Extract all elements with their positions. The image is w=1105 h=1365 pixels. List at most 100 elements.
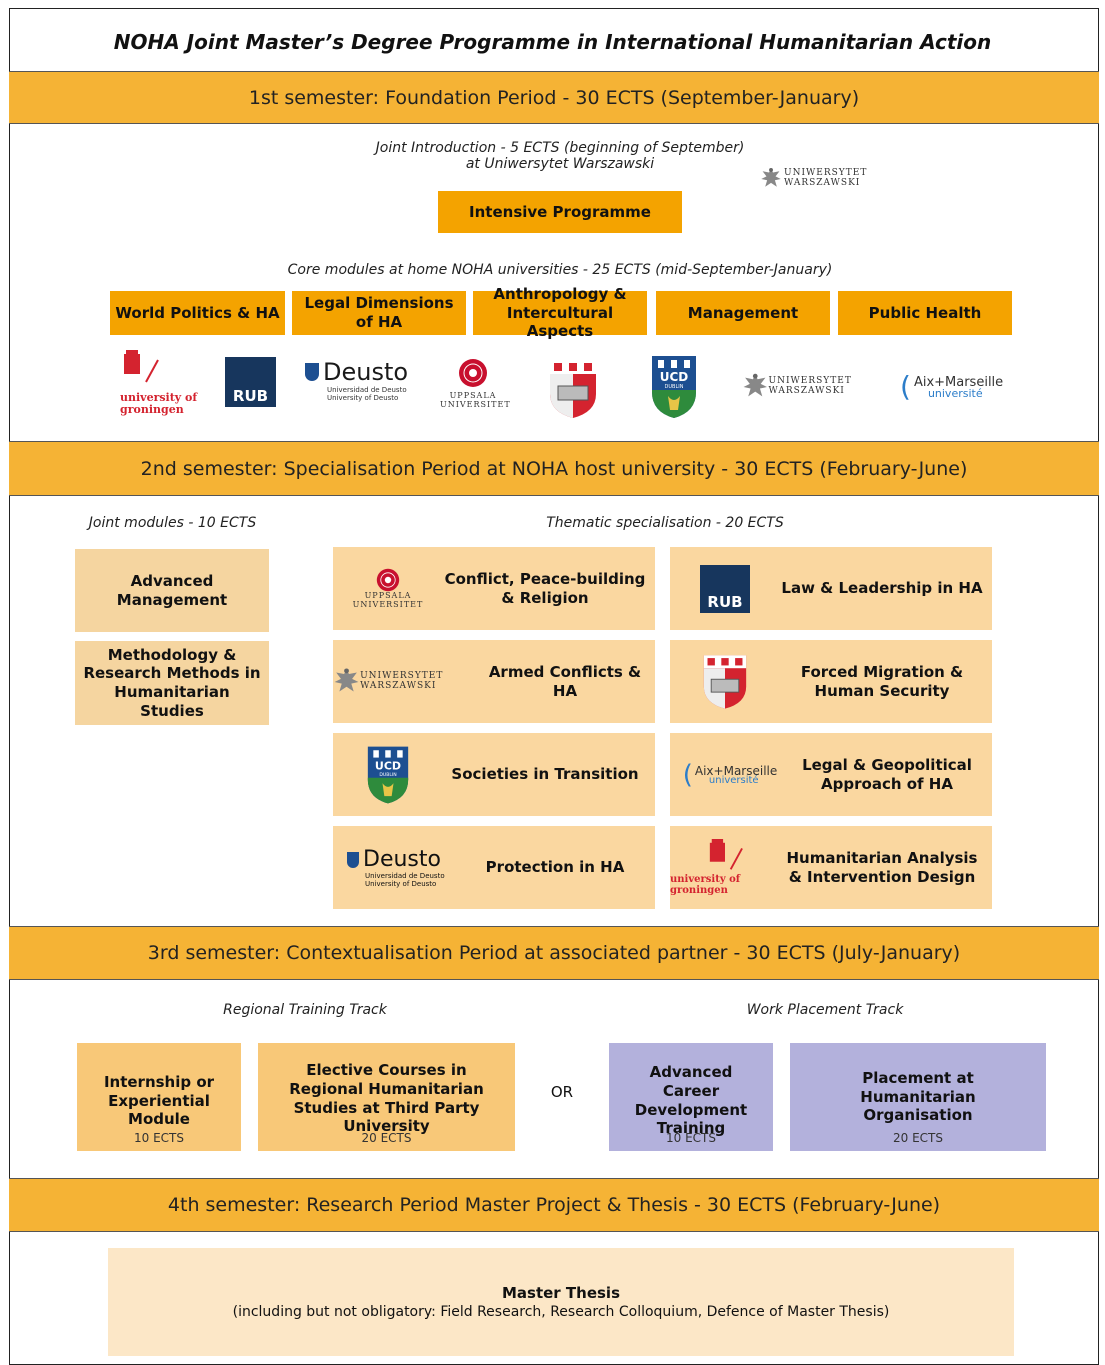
ucd-logo: UCD DUBLIN (650, 354, 698, 420)
groningen-small-text: university of groningen (670, 874, 741, 896)
box-title: Advanced Career Development Training (634, 1063, 748, 1138)
deusto-sub1: Universidad de Deusto (327, 386, 407, 394)
semester-2-header: 2nd semester: Specialisation Period at N… (9, 441, 1099, 496)
aix-logo-sub: université (927, 386, 983, 400)
box-ects: 20 ECTS (893, 1131, 943, 1145)
core-modules-label: Core modules at home NOHA universities -… (287, 262, 833, 278)
uppsala-logo: UPPSALA UNIVERSITET (440, 358, 511, 418)
thesis-subtitle: (including but not obligatory: Field Res… (232, 1304, 890, 1320)
uppsala-logo-small: UPPSALA UNIVERSITET (333, 568, 443, 610)
groningen-logo: university of groningen (120, 350, 205, 418)
uppsala-seal-icon (459, 359, 487, 387)
module-public-health: Public Health (838, 291, 1012, 335)
rub-small-text: RUB (700, 564, 750, 613)
joint-module-methodology: Methodology & Research Methods in Humani… (75, 641, 269, 725)
uppsala-logo-text: UPPSALA UNIVERSITET (440, 391, 511, 409)
eagle-icon (743, 373, 767, 397)
ucd-shield-icon: UCD DUBLIN (367, 746, 409, 803)
or-label: OR (550, 1083, 574, 1101)
box-ects: 10 ECTS (134, 1131, 184, 1145)
spec-card-legal: ( Aix+Marseille université Legal & Geopo… (670, 733, 992, 816)
box-title: Elective Courses in Regional Humanitaria… (289, 1061, 484, 1136)
deusto-shield-icon (347, 851, 359, 868)
spec-label: Conflict, Peace-building & Religion (444, 569, 646, 607)
regional-track-label: Regional Training Track (223, 1002, 387, 1018)
spec-card-armed: UNIWERSYTET WARSZAWSKI Armed Conflicts &… (333, 640, 655, 723)
warsaw-logo-small: UNIWERSYTET WARSZAWSKI (333, 661, 483, 703)
svg-text:UCD: UCD (660, 370, 689, 384)
eagle-icon (761, 167, 781, 187)
university-shield-icon (703, 654, 747, 709)
thematic-label: Thematic specialisation - 20 ECTS (546, 515, 784, 531)
ucd-logo-small: UCD DUBLIN (333, 744, 443, 806)
rub-logo: RUB (225, 357, 276, 407)
spec-card-migration: Forced Migration & Human Security (670, 640, 992, 723)
spec-label: Law & Leadership in HA (781, 579, 983, 598)
aix-small-text: Aix+Marseille (694, 763, 778, 778)
warsaw-logo: UNIWERSYTET WARSZAWSKI (742, 363, 877, 411)
box-title: Internship or Experiential Module (103, 1072, 215, 1129)
deusto-logo-small: Deusto Universidad de Deusto University … (333, 847, 463, 888)
groningen-logo-small: university of groningen (670, 839, 780, 896)
deusto-sub2: University of Deusto (327, 394, 399, 402)
box-ects: 20 ECTS (361, 1131, 412, 1145)
spec-card-humanitarian-analysis: university of groningen Humanitarian Ana… (670, 826, 992, 909)
spec-label: Protection in HA (485, 858, 625, 877)
warsaw-logo-text-2: UNIWERSYTET WARSZAWSKI (768, 376, 852, 396)
university-shield-icon (550, 360, 596, 418)
work-track-label: Work Placement Track (746, 1002, 904, 1018)
svg-text:DUBLIN: DUBLIN (379, 771, 396, 777)
aix-bracket-icon: ( (682, 759, 693, 790)
page-title: NOHA Joint Master’s Degree Programme in … (113, 30, 992, 54)
groningen-crest-icon (709, 839, 743, 870)
thesis-title: Master Thesis (501, 1284, 621, 1302)
spec-card-conflict: UPPSALA UNIVERSITET Conflict, Peace-buil… (333, 547, 655, 630)
module-world-politics: World Politics & HA (110, 291, 285, 335)
module-management: Management (656, 291, 830, 335)
ucd-shield-icon: UCD DUBLIN (652, 356, 696, 418)
intensive-programme: Intensive Programme (438, 191, 682, 233)
spec-card-societies: UCD DUBLIN Societies in Transition (333, 733, 655, 816)
svg-text:UCD: UCD (375, 759, 401, 772)
semester-1-header: 1st semester: Foundation Period - 30 ECT… (9, 71, 1099, 124)
eagle-icon (334, 667, 359, 692)
joint-intro-line2: at Uniwersytet Warszawski (465, 156, 655, 172)
rub-logo-small: RUB (670, 564, 780, 613)
aix-bracket-icon: ( (900, 370, 911, 403)
spec-label: Societies in Transition (451, 765, 639, 784)
box-ects: 10 ECTS (666, 1131, 716, 1145)
aix-logo-text: Aix+Marseille (913, 374, 1004, 390)
deusto-logo: Deusto Universidad de Deusto University … (305, 358, 415, 408)
uppsala-small-text: UPPSALA UNIVERSITET (352, 590, 424, 609)
aix-logo-small: ( Aix+Marseille université (670, 762, 790, 788)
warsaw-logo-top: UNIWERSYTET WARSZAWSKI (760, 155, 890, 203)
spec-card-protection: Deusto Universidad de Deusto University … (333, 826, 655, 909)
box-placement: Placement at Humanitarian Organisation 2… (790, 1043, 1046, 1151)
groningen-crest-icon (124, 350, 159, 383)
aix-logo: ( Aix+Marseille université (900, 370, 1010, 404)
box-career-training: Advanced Career Development Training 10 … (609, 1043, 773, 1151)
master-thesis-box: Master Thesis (including but not obligat… (108, 1248, 1014, 1356)
deusto-small-sub1: Universidad de Deusto (365, 872, 445, 880)
svg-text:DUBLIN: DUBLIN (665, 384, 684, 390)
shield-logo (548, 358, 598, 420)
deusto-small-sub2: University of Deusto (365, 880, 437, 888)
aix-small-sub: université (708, 774, 759, 786)
spec-card-law: RUB Law & Leadership in HA (670, 547, 992, 630)
box-title: Placement at Humanitarian Organisation (860, 1068, 976, 1125)
spec-label: Armed Conflicts & HA (488, 662, 642, 700)
spec-label: Forced Migration & Human Security (800, 662, 964, 700)
spec-label: Humanitarian Analysis & Intervention Des… (786, 848, 978, 886)
uppsala-seal-icon (376, 568, 400, 591)
joint-module-advanced-management: Advanced Management (75, 549, 269, 632)
module-legal-dimensions: Legal Dimensions of HA (292, 291, 466, 335)
semester-3-header: 3rd semester: Contextualisation Period a… (9, 926, 1099, 980)
warsaw-logo-text: UNIWERSYTET WARSZAWSKI (784, 168, 868, 188)
deusto-small-text: Deusto (363, 847, 441, 872)
deusto-logo-text: Deusto (323, 358, 409, 386)
spec-label: Legal & Geopolitical Approach of HA (802, 755, 972, 793)
deusto-shield-icon (305, 363, 319, 381)
shield-logo-small (670, 653, 780, 711)
joint-intro-label: Joint Introduction - 5 ECTS (beginning o… (280, 140, 840, 172)
joint-intro-line1: Joint Introduction - 5 ECTS (beginning o… (375, 140, 745, 156)
